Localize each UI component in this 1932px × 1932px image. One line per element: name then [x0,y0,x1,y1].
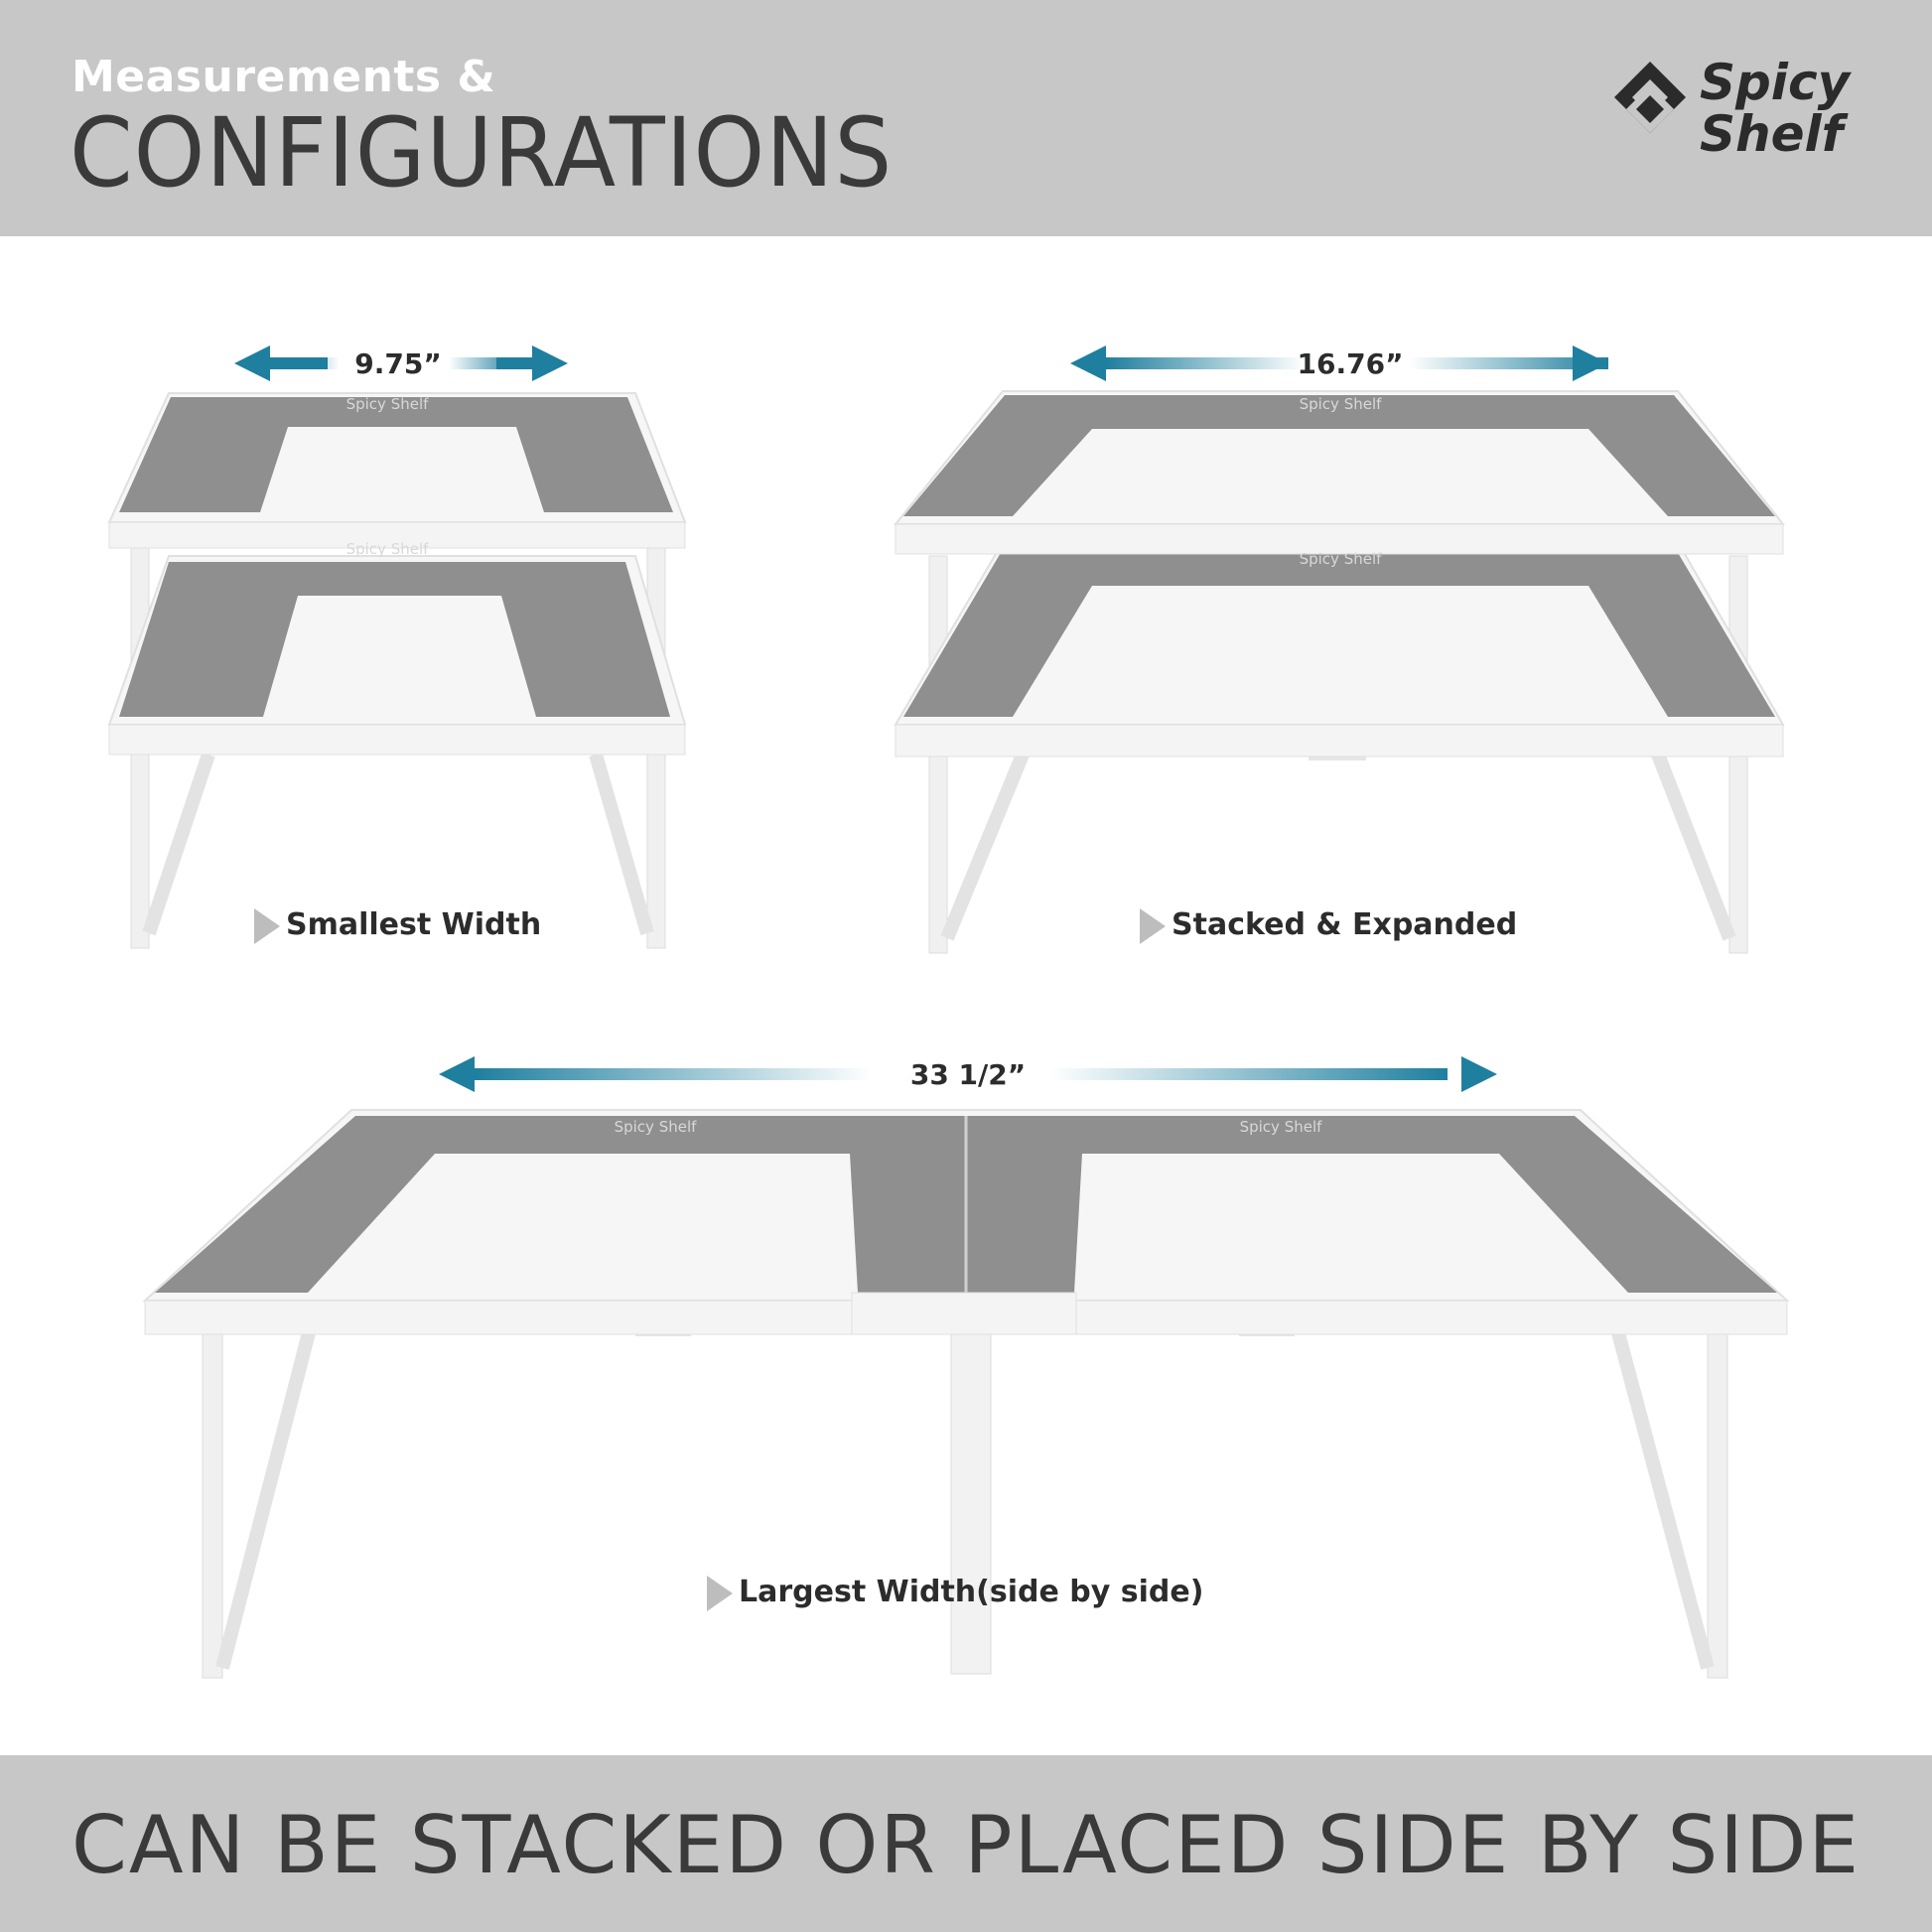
header-title: CONFIGURATIONS [69,97,894,208]
dimension-label-largest: 33 1/2” [909,1058,1027,1091]
dimension-label-smallest: 9.75” [354,347,442,380]
caption-largest-width: Largest Width(side by side) [707,1575,1203,1611]
shelf-largest-width [142,1109,1790,1679]
spicy-shelf-logo-icon [1614,62,1686,133]
logo-word-1: Spicy [1700,54,1851,111]
caption-smallest-width-text: Smallest Width [286,907,542,942]
shelf-stacked-expanded [893,390,1786,954]
caption-largest-width-text: Largest Width(side by side) [739,1575,1204,1609]
shelf-brand-mark: Spicy Shelf [615,1118,698,1136]
shelf-brand-mark: Spicy Shelf [1300,550,1383,568]
shelf-brand-mark: Spicy Shelf [346,395,430,413]
shelf-smallest-width [107,392,687,949]
play-triangle-icon [254,907,280,944]
logo-word-2: Shelf [1700,105,1844,163]
dimension-label-stacked: 16.76” [1297,347,1404,380]
play-triangle-icon [1140,907,1166,944]
caption-stacked-expanded: Stacked & Expanded [1140,907,1517,944]
shelf-brand-mark: Spicy Shelf [346,540,430,558]
caption-smallest-width: Smallest Width [254,907,541,944]
shelf-brand-mark: Spicy Shelf [1300,395,1383,413]
dimension-arrow-2 [1070,345,1608,381]
caption-stacked-expanded-text: Stacked & Expanded [1172,907,1518,942]
footer-text: CAN BE STACKED OR PLACED SIDE BY SIDE [70,1799,1862,1891]
footer-band [0,1755,1932,1932]
header-band: Measurements & CONFIGURATIONS Spicy Shel… [0,0,1932,236]
play-triangle-icon [707,1575,733,1611]
header-subtitle: Measurements & [71,52,496,102]
shelf-brand-mark: Spicy Shelf [1240,1118,1323,1136]
dimension-arrow-3 [439,1056,1497,1092]
brand-logo: Spicy Shelf [1608,56,1866,165]
dimension-arrow-1 [234,345,568,381]
